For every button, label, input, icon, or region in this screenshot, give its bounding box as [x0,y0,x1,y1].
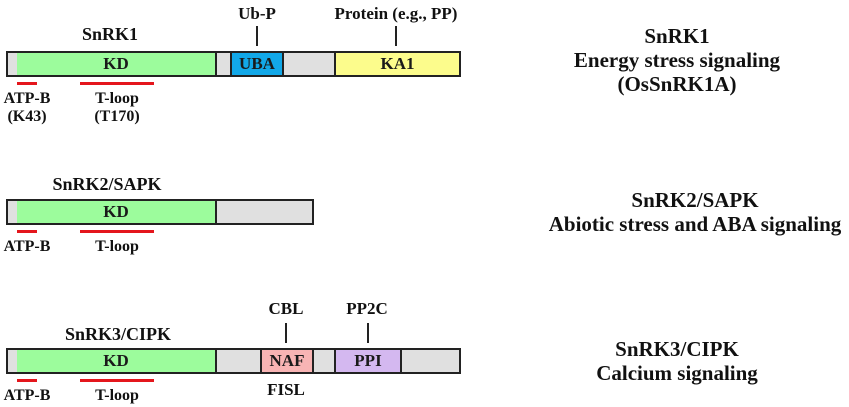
snrk3-t-loop-label: T-loop [95,387,139,404]
snrk3-atp-b-motif [17,379,37,382]
snrk1-ubp-label: Ub-P [238,4,276,23]
snrk3-cbl-label: CBL [268,299,304,318]
snrk2-protein-bar: KD [6,199,314,225]
snrk2-title: SnRK2/SAPK [52,174,162,194]
snrk3-title: SnRK3/CIPK [64,324,172,344]
snrk2-atp-b-motif [17,230,37,233]
snrk1-ka1-domain: KA1 [334,53,459,75]
snrk2-desc-name: SnRK2/SAPK [631,188,759,212]
snrk1-ubp-tick [256,26,258,46]
snrk3-pp2c-label: PP2C [346,299,388,318]
snrk3-naf-domain: NAF [260,350,314,372]
snrk1-desc-example: (OsSnRK1A) [617,72,737,96]
snrk1-uba-domain: UBA [230,53,284,75]
snrk1-protein-bar: KD UBA KA1 [6,51,461,77]
snrk1-t-loop-motif [80,82,154,85]
snrk3-ppi-domain: PPI [334,350,402,372]
snrk2-atp-b-label: ATP-B [3,238,51,255]
snrk2-desc-function: Abiotic stress and ABA signaling [548,212,842,236]
snrk1-kd-domain: KD [17,53,217,75]
snrk2-t-loop-label: T-loop [95,238,139,255]
snrk2-t-loop-motif [80,230,154,233]
snrk1-desc-name: SnRK1 [644,24,710,48]
snrk1-desc-function: Energy stress signaling [573,48,781,72]
snrk1-atp-b-motif [17,82,37,85]
snrk1-protein-label: Protein (e.g., PP) [334,4,458,23]
snrk3-fisl-label: FISL [267,380,305,399]
snrk1-t-loop-site: (T170) [94,108,140,125]
snrk3-protein-bar: KD NAF PPI [6,348,461,374]
snrk2-description: SnRK2/SAPK Abiotic stress and ABA signal… [545,188,845,236]
snrk3-atp-b-label: ATP-B [3,387,51,404]
snrk1-atp-b-label: ATP-B [3,90,51,107]
snrk3-desc-name: SnRK3/CIPK [615,337,739,361]
snrk2-kd-domain: KD [17,201,217,223]
snrk3-desc-function: Calcium signaling [596,361,758,385]
snrk1-atp-b-site: (K43) [7,108,47,125]
snrk1-protein-tick [395,26,397,46]
snrk3-pp2c-tick [367,323,369,343]
snrk1-t-loop-label: T-loop [95,90,139,107]
snrk3-t-loop-motif [80,379,154,382]
snrk3-description: SnRK3/CIPK Calcium signaling [527,337,827,385]
snrk3-kd-domain: KD [17,350,217,372]
snrk1-title: SnRK1 [81,24,139,44]
snrk1-description: SnRK1 Energy stress signaling (OsSnRK1A) [527,24,827,96]
snrk3-cbl-tick [285,323,287,343]
